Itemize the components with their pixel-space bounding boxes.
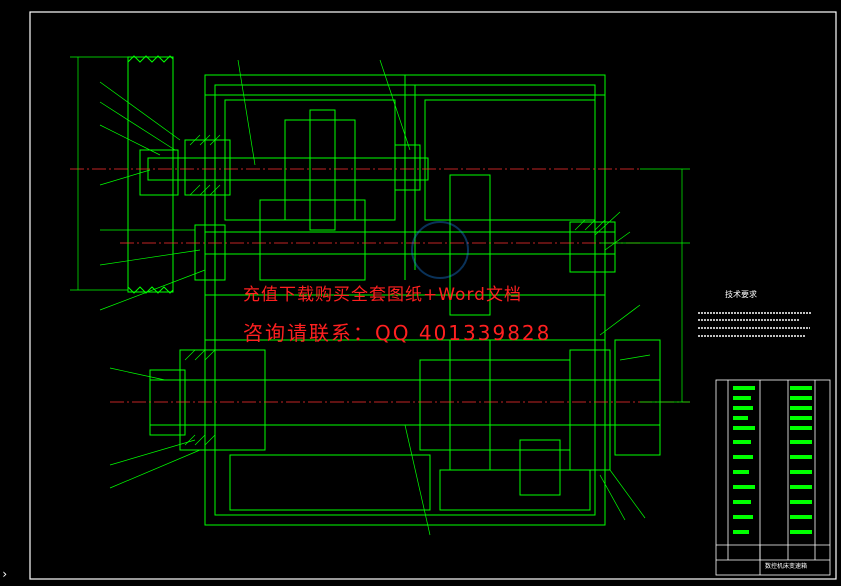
v-belt-pulley	[127, 55, 179, 294]
drawing-border	[29, 11, 837, 580]
watermark-line-1: 充值下载购买全套图纸+Word文档	[243, 285, 522, 305]
gearbox-housing	[204, 74, 606, 526]
cursor-icon: ›	[1, 567, 9, 581]
tech-requirements: 技术要求	[698, 289, 812, 337]
input-shaft	[147, 109, 429, 231]
title-block-label: 数控机床变速箱	[765, 562, 807, 570]
logo-watermark	[411, 221, 469, 279]
parts-list-table	[715, 379, 831, 576]
watermark-line-2: 咨询请联系：QQ 401339828	[243, 321, 552, 345]
tech-requirements-title: 技术要求	[725, 289, 757, 299]
centerlines	[70, 168, 690, 403]
dimension-lines	[70, 56, 690, 403]
output-spindle	[149, 339, 661, 496]
section-hatching	[184, 134, 606, 446]
parts-list-entries	[733, 386, 812, 534]
leader-lines	[99, 59, 651, 536]
